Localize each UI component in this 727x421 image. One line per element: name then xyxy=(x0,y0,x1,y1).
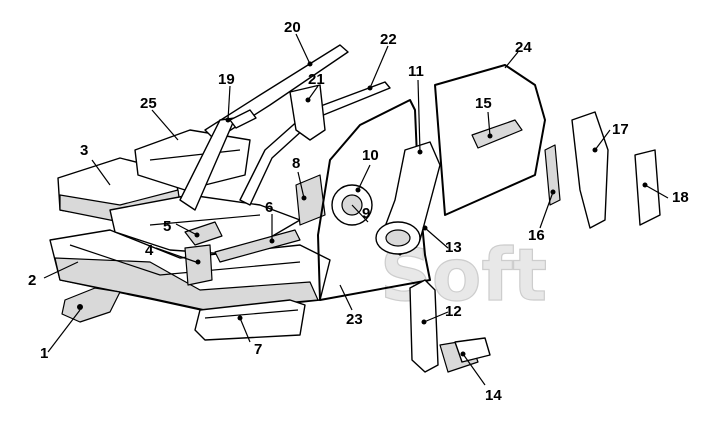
b-pillar-lower xyxy=(295,174,326,226)
callout-10: 10 xyxy=(362,147,379,164)
front-crossmember xyxy=(61,287,121,323)
rear-quarter-pillar xyxy=(571,111,609,229)
callout-7: 7 xyxy=(254,341,262,358)
window-regulator xyxy=(471,119,523,149)
callout-14: 14 xyxy=(485,387,502,404)
lower-hinge-pillar xyxy=(409,279,439,373)
leader-lines xyxy=(43,33,669,386)
callout-18: 18 xyxy=(672,189,689,206)
callout-21: 21 xyxy=(308,71,325,88)
callout-22: 22 xyxy=(380,31,397,48)
callout-13: 13 xyxy=(445,239,462,256)
callout-12: 12 xyxy=(445,303,462,320)
callout-11: 11 xyxy=(408,63,424,80)
callout-4: 4 xyxy=(145,242,154,259)
door-outline-front xyxy=(317,99,431,301)
rear-bracket xyxy=(634,149,661,226)
callout-3: 3 xyxy=(80,142,88,159)
c-pillar-trim xyxy=(544,144,561,206)
hinge-pillar xyxy=(375,141,441,256)
callout-labels: 1 2 3 4 5 6 7 8 9 10 11 12 13 14 15 16 1… xyxy=(28,19,689,404)
callout-17: 17 xyxy=(612,121,629,138)
callout-6: 6 xyxy=(265,199,273,216)
callout-9: 9 xyxy=(362,205,370,222)
a-pillar xyxy=(179,109,257,211)
seat-mount-bracket xyxy=(184,244,213,286)
callout-16: 16 xyxy=(528,227,545,244)
callout-5: 5 xyxy=(163,218,171,235)
callout-24: 24 xyxy=(515,39,532,56)
kick-panel xyxy=(439,337,491,373)
callout-2: 2 xyxy=(28,272,36,289)
door-outline-rear xyxy=(434,64,546,216)
callout-20: 20 xyxy=(284,19,301,36)
callout-1: 1 xyxy=(40,345,48,362)
callout-8: 8 xyxy=(292,155,300,172)
callout-23: 23 xyxy=(346,311,363,328)
callout-25: 25 xyxy=(140,95,157,112)
callout-19: 19 xyxy=(218,71,235,88)
rocker-panel xyxy=(194,299,306,341)
callout-15: 15 xyxy=(475,95,492,112)
